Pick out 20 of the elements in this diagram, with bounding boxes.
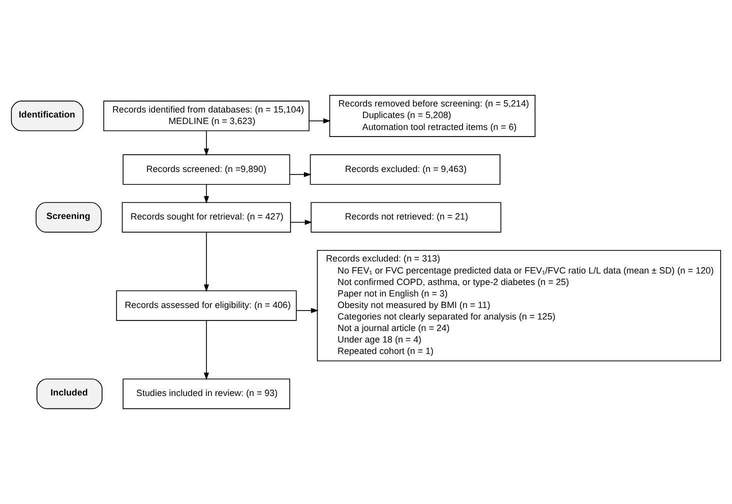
node-box: Records sought for retrieval: (n = 427) <box>122 202 291 233</box>
arrow <box>204 184 210 204</box>
node-box: Screening <box>36 202 102 233</box>
node-box: Records screened: (n =9,890) <box>122 154 290 185</box>
node-box: Studies included in review: (n = 93) <box>122 378 290 410</box>
node-box: Included <box>36 378 102 410</box>
node-box: Records assessed for eligibility: (n = 406) <box>116 290 297 321</box>
arrow <box>308 118 331 124</box>
node-box: Records excluded: (n = 313) No FEV₁ or FVC percentage predicted data or FEV₁/FVC ratio L/L data (mean ± SD) (n = 120) Not confirmed COPD, asthma, or type-2 diabetes (n = 25) Paper not in English (n = 3) Obesity not measured by BMI (n = 11) Categories not clearly separated for analysis (n = 125) Not a journal article (n = 24) Under age 18 (n = 4) Repeated cohort (n = 1) <box>316 250 722 362</box>
arrow <box>296 308 318 314</box>
arrow <box>289 172 312 178</box>
node-box: Records removed before screening: (n = 5,214) Duplicates (n = 5,208) Automation tool retracted items (n = 6) <box>329 94 536 137</box>
arrow <box>204 130 210 156</box>
node-box: Identification <box>10 100 84 132</box>
node-box: Records identified from databases: (n = 15,104) MEDLINE (n = 3,623) <box>103 100 310 132</box>
node-box: Records excluded: (n = 9,463) <box>310 154 500 185</box>
arrow <box>204 320 210 380</box>
arrow <box>290 220 312 225</box>
node-box: Records not retrieved: (n = 21) <box>310 202 502 233</box>
arrow <box>204 232 210 292</box>
